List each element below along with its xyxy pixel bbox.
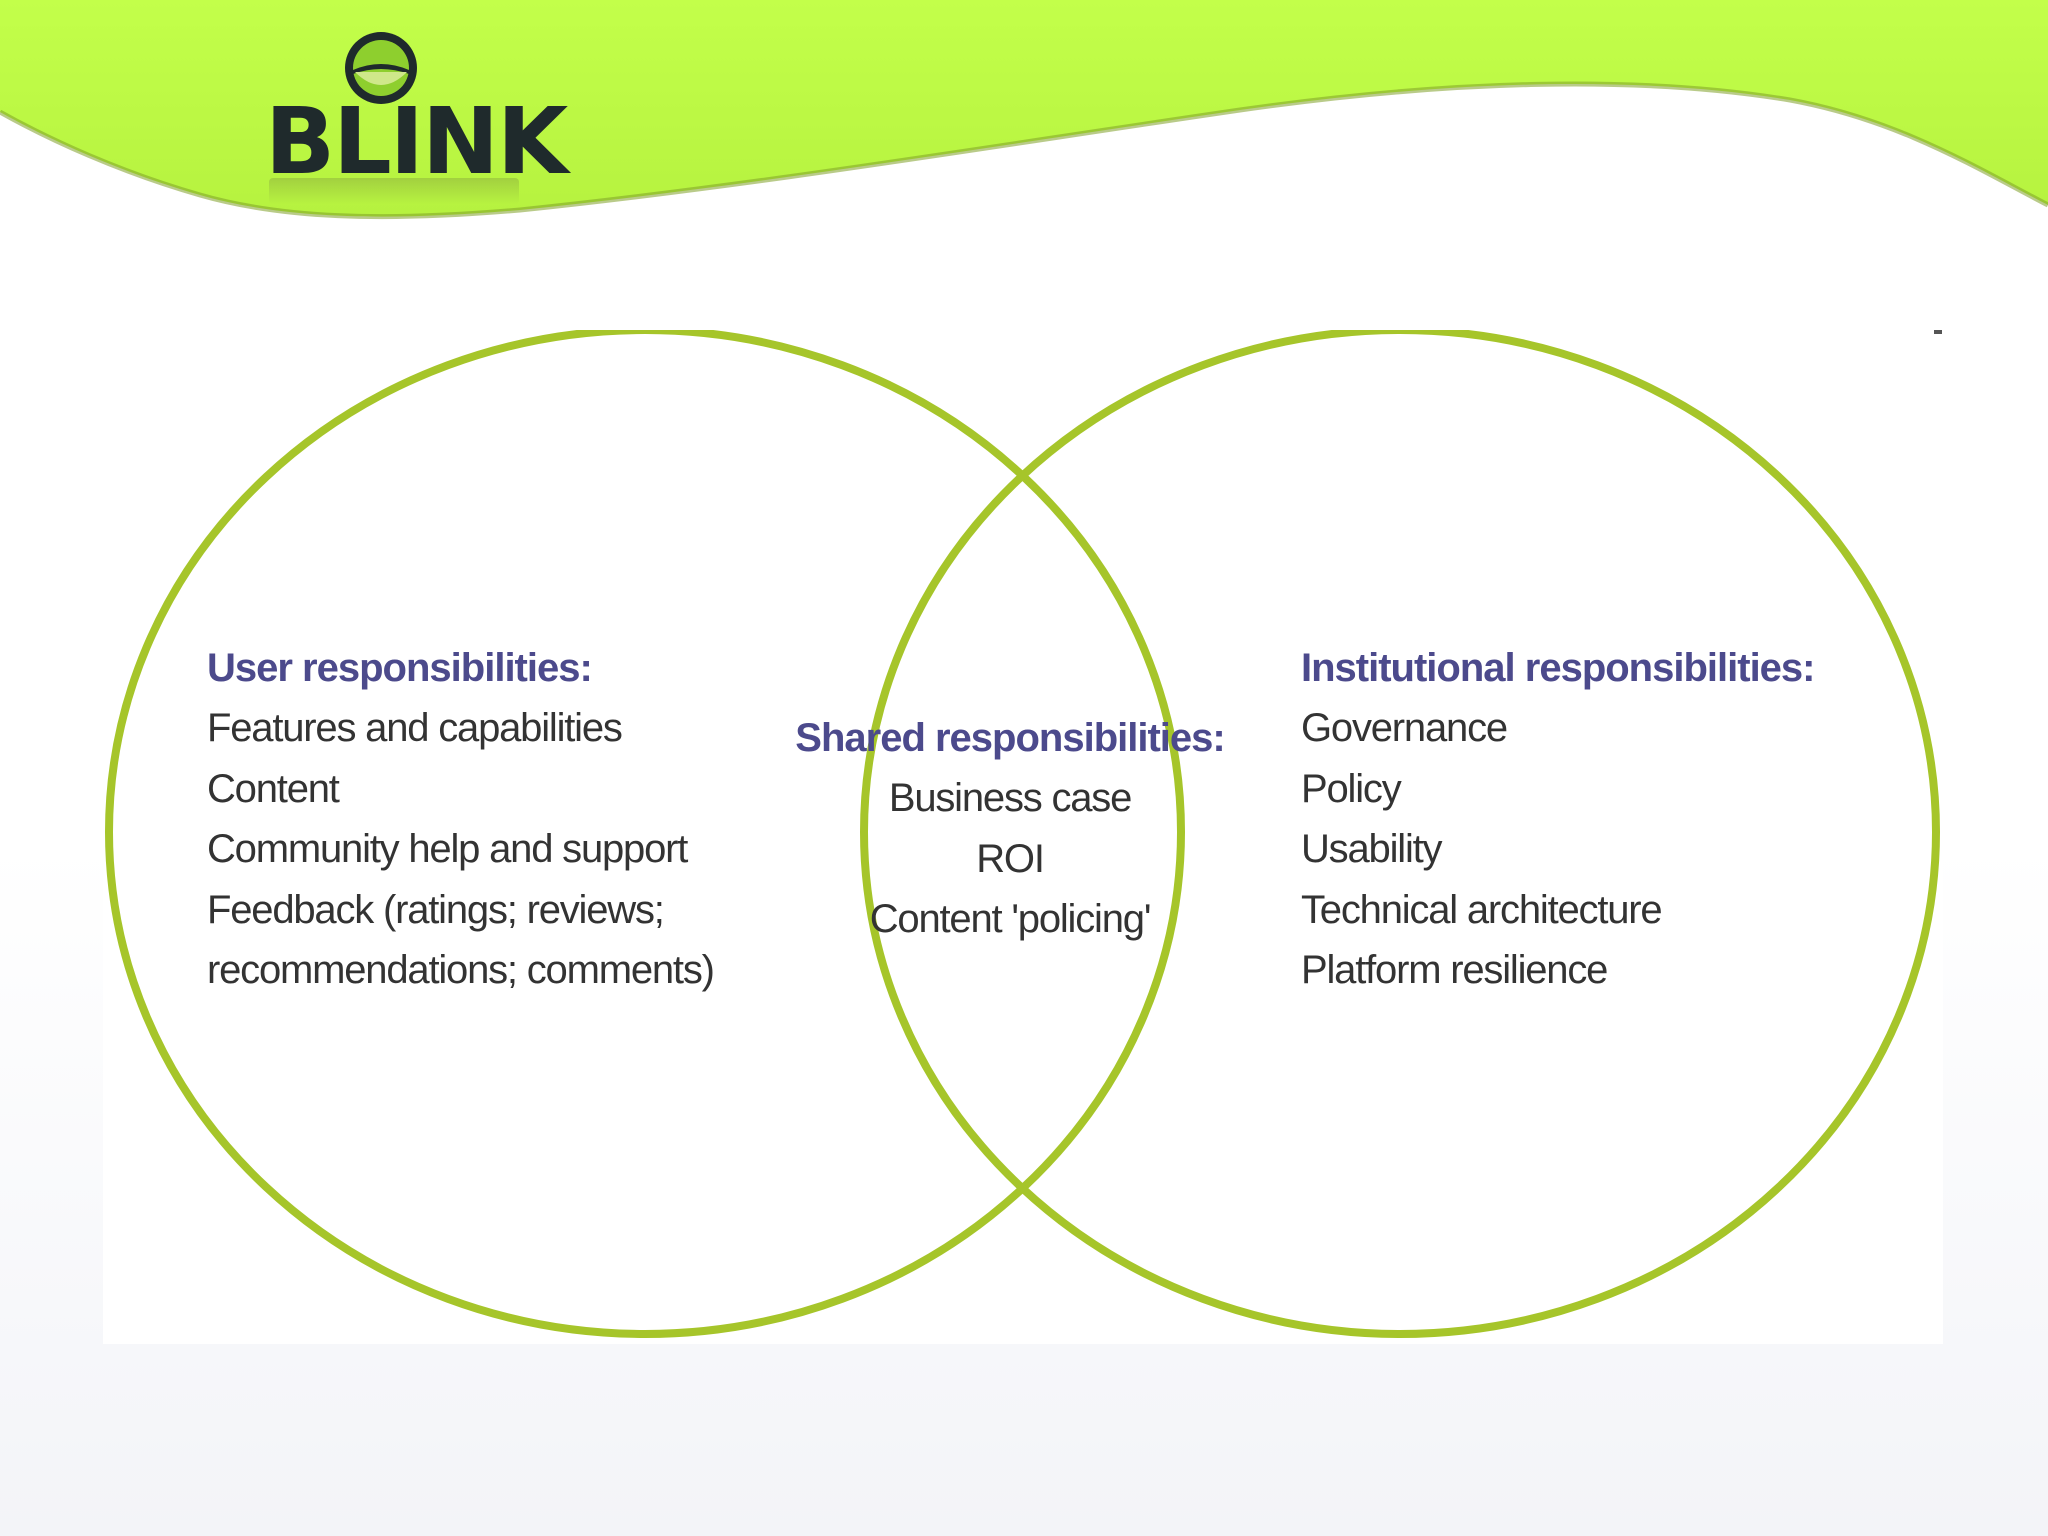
blink-logo: BLINK (265, 28, 568, 208)
institutional-item: Platform resilience (1301, 948, 1608, 992)
institutional-item: Policy (1301, 766, 1402, 811)
shared-responsibilities-group: Shared responsibilities: Business case R… (760, 708, 1260, 950)
venn-diagram (105, 330, 1940, 1338)
diagram-panel (103, 330, 1943, 1344)
edge-mark (1934, 330, 1942, 334)
shared-item: ROI (976, 836, 1045, 881)
user-item: Community help and support (207, 827, 688, 871)
venn-circle-institutional (860, 330, 1940, 1338)
logo-reflection (269, 178, 519, 204)
logo-wordmark: BLINK (265, 88, 568, 195)
venn-circle-user (105, 330, 1185, 1338)
shared-item: Content 'policing' (869, 897, 1152, 941)
shared-responsibilities-heading: Shared responsibilities: (795, 716, 1225, 760)
institutional-responsibilities-heading: Institutional responsibilities: (1301, 646, 1815, 690)
user-item: Feedback (ratings; reviews; (207, 887, 665, 932)
user-item: recommendations; comments) (207, 948, 715, 992)
institutional-item: Technical architecture (1301, 887, 1663, 932)
header-wave-background (0, 0, 2048, 220)
shared-item: Business case (888, 776, 1133, 820)
user-item: Features and capabilities (207, 706, 623, 750)
institutional-item: Governance (1301, 706, 1508, 750)
logo-eye-icon (345, 32, 417, 104)
user-responsibilities-group: User responsibilities: Features and capa… (207, 638, 715, 1001)
user-item: Content (207, 766, 340, 811)
user-responsibilities-heading: User responsibilities: (207, 646, 593, 690)
institutional-responsibilities-group: Institutional responsibilities: Governan… (1301, 638, 1815, 1001)
institutional-item: Usability (1301, 827, 1443, 871)
